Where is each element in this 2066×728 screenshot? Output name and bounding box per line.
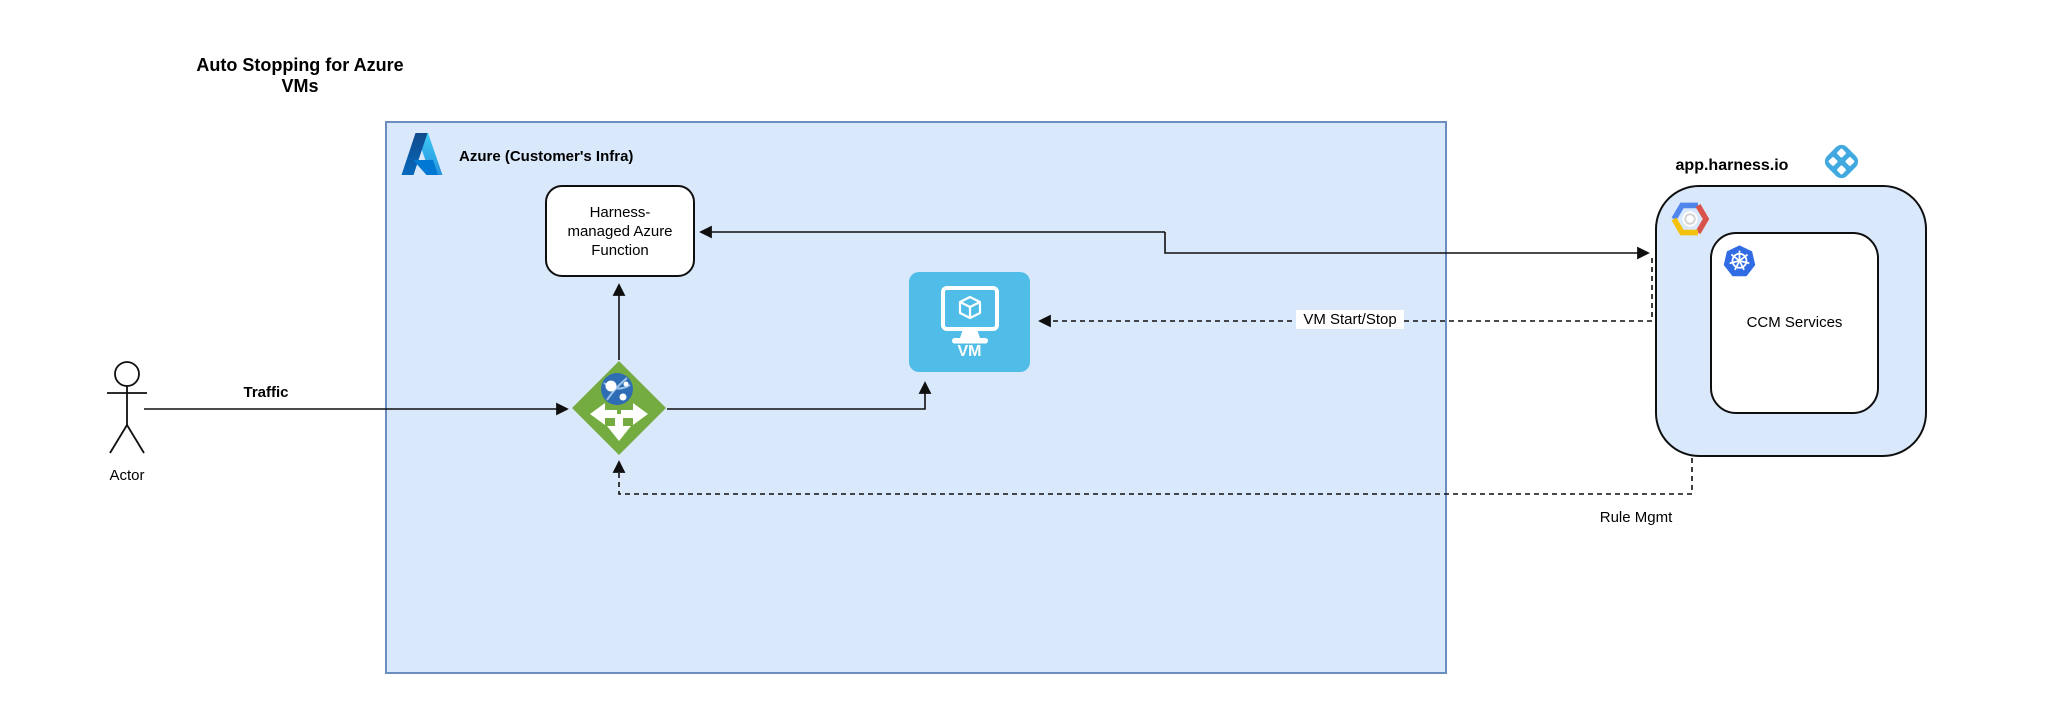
ccm-services-label: CCM Services: [1746, 314, 1843, 331]
azure-container-label: Azure (Customer's Infra): [459, 148, 634, 165]
rule-mgmt-edge-label: Rule Mgmt: [1599, 509, 1673, 526]
vm-start-stop-edge: [1038, 258, 1653, 328]
actor-label: Actor: [109, 467, 145, 484]
vm-start-stop-edge-label: VM Start/Stop: [1296, 310, 1404, 329]
vm-monitor-icon: [941, 286, 999, 344]
harness-domain-label: app.harness.io: [1675, 157, 1789, 174]
actor-icon: [107, 361, 147, 454]
kubernetes-logo-icon: [1723, 245, 1756, 277]
gateway-to-vm-edge: [667, 381, 932, 410]
page-title: Auto Stopping for Azure VMs: [196, 55, 404, 96]
ccm-services-box: CCM Services: [1710, 232, 1879, 414]
azure-function-label-line2: managed Azure: [567, 222, 673, 240]
vm-node-inner-label: VM: [957, 343, 982, 360]
azure-function-label-line3: Function: [591, 241, 649, 259]
traffic-edge-label: Traffic: [243, 384, 289, 401]
harness-logo-icon: [1824, 144, 1859, 179]
azure-logo-icon: [401, 133, 443, 175]
app-gateway-icon: [572, 361, 666, 455]
function-to-harness-edge: [1164, 232, 1650, 260]
harness-saas-container: CCM Services: [1655, 185, 1927, 457]
azure-function-node: Harness- managed Azure Function: [545, 185, 695, 277]
azure-function-label-line1: Harness-: [589, 203, 651, 221]
rule-mgmt-edge: [612, 458, 1693, 495]
gcp-logo-icon: [1671, 202, 1710, 236]
vm-node: VM: [909, 272, 1030, 372]
